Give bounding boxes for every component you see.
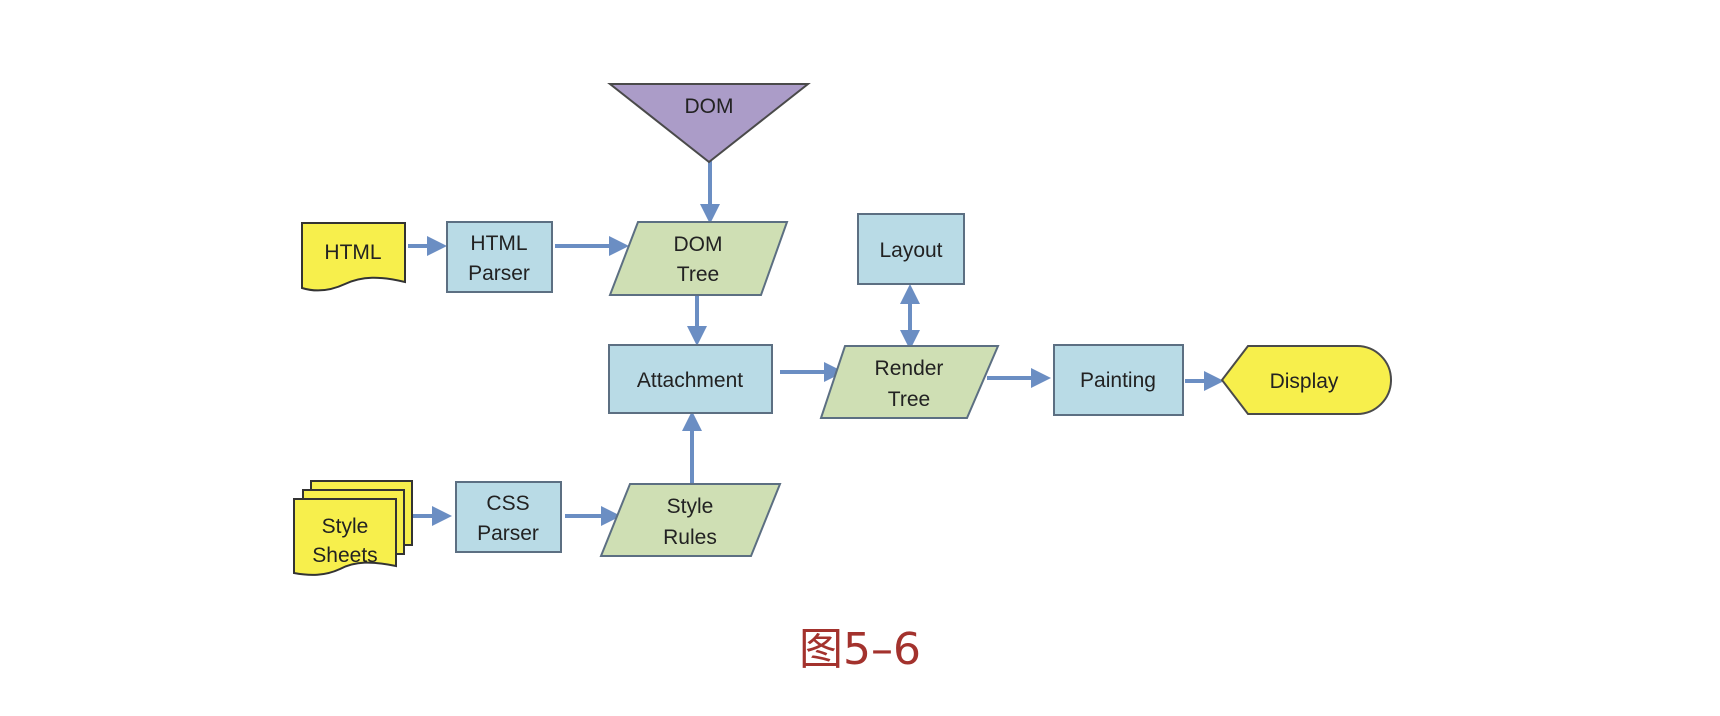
display-node: Display (1220, 345, 1392, 415)
css-parser-label-line2: Parser (477, 522, 539, 545)
html-document-node: HTML (301, 222, 406, 292)
render-tree-label-line2: Tree (888, 388, 930, 411)
style-rules-label-line2: Rules (663, 526, 717, 549)
attachment-label: Attachment (637, 369, 743, 392)
layout-label: Layout (879, 239, 942, 262)
dom-tree-node: DOM Tree (608, 221, 789, 296)
css-parser-node: CSS Parser (455, 481, 562, 553)
style-sheets-label-line2: Sheets (312, 544, 377, 567)
layout-node: Layout (857, 213, 965, 285)
html-parser-label-line2: Parser (468, 262, 530, 285)
figure-caption: 图5–6 (799, 624, 921, 675)
style-rules-node: Style Rules (599, 483, 782, 557)
html-parser-node: HTML Parser (446, 221, 553, 293)
style-sheets-label-line1: Style (322, 515, 369, 538)
attachment-node: Attachment (608, 344, 773, 414)
dom-tree-label-line2: Tree (677, 263, 719, 286)
display-label: Display (1270, 370, 1339, 393)
dom-node: DOM (607, 83, 811, 164)
arrows (408, 160, 1224, 526)
css-parser-label-line1: CSS (486, 492, 529, 515)
style-sheets-node: Style Sheets (293, 480, 413, 576)
painting-label: Painting (1080, 369, 1156, 392)
dom-node-label: DOM (685, 95, 734, 118)
render-tree-label-line1: Render (875, 357, 944, 380)
render-tree-node: Render Tree (819, 345, 1000, 419)
painting-node: Painting (1053, 344, 1184, 416)
html-parser-label-line1: HTML (470, 232, 527, 255)
html-document-label: HTML (324, 241, 381, 264)
style-rules-label-line1: Style (667, 495, 714, 518)
dom-tree-label-line1: DOM (674, 233, 723, 256)
